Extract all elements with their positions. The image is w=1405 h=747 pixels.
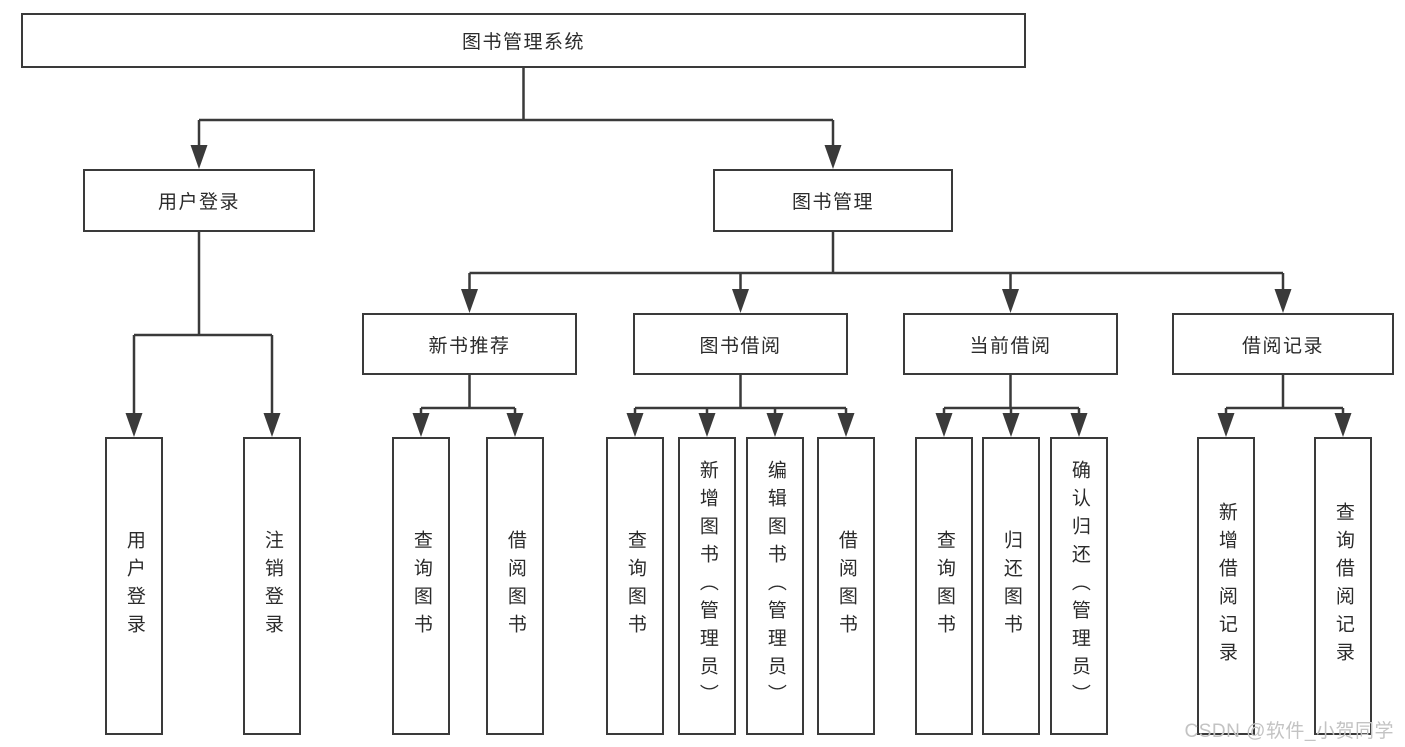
node-borrowing-records-label: 借阅记录 (1241, 335, 1324, 357)
arrow-down-icon (824, 145, 842, 169)
arrow-down-icon (461, 289, 478, 313)
edges-new-book-recommend (412, 375, 524, 437)
edges-book-borrowing (626, 375, 855, 437)
node-user-login-label: 用户登录 (157, 192, 240, 213)
node-book-management-label: 图书管理 (791, 192, 874, 213)
arrow-down-icon (263, 413, 281, 437)
leaf-current-query-book: 查询图书 (915, 437, 973, 735)
arrow-down-icon (412, 413, 430, 437)
arrow-down-icon (935, 413, 953, 437)
leaf-borrowing-query-book-label: 查询图书 (624, 530, 646, 642)
node-root-label: 图书管理系统 (461, 32, 585, 53)
leaf-recommend-borrow-book: 借阅图书 (486, 437, 544, 735)
arrow-down-icon (837, 413, 855, 437)
leaf-borrowing-borrow-book: 借阅图书 (817, 437, 875, 735)
leaf-recommend-query-book: 查询图书 (392, 437, 450, 735)
edges-root (190, 68, 842, 169)
node-new-book-recommend-label: 新书推荐 (428, 335, 511, 357)
arrow-down-icon (1070, 413, 1088, 437)
arrow-down-icon (506, 413, 524, 437)
leaf-user-login-label: 用户登录 (123, 530, 145, 642)
node-root: 图书管理系统 (21, 13, 1026, 68)
csdn-watermark: CSDN @软件_小贺同学 (1184, 721, 1394, 742)
leaf-recommend-borrow-book-label: 借阅图书 (504, 530, 526, 642)
leaf-current-return-book-label: 归还图书 (1000, 530, 1022, 642)
arrow-down-icon (698, 413, 716, 437)
node-current-borrowing: 当前借阅 (903, 313, 1118, 375)
arrow-down-icon (766, 413, 784, 437)
leaf-current-confirm-return: 确认归还（管理员） (1050, 437, 1108, 735)
edges-book-management (461, 232, 1292, 313)
leaf-recommend-query-book-label: 查询图书 (410, 530, 432, 642)
leaf-records-query-record-label: 查询借阅记录 (1332, 502, 1354, 670)
arrow-down-icon (190, 145, 208, 169)
leaf-borrowing-borrow-book-label: 借阅图书 (835, 530, 857, 642)
arrow-down-icon (732, 289, 749, 313)
node-book-borrowing: 图书借阅 (633, 313, 848, 375)
node-user-login: 用户登录 (83, 169, 315, 232)
edges-borrowing-records (1217, 375, 1352, 437)
leaf-borrowing-edit-book-label: 编辑图书（管理员） (764, 460, 786, 712)
leaf-current-query-book-label: 查询图书 (933, 530, 955, 642)
leaf-borrowing-query-book: 查询图书 (606, 437, 664, 735)
arrow-down-icon (1002, 413, 1020, 437)
arrow-down-icon (626, 413, 644, 437)
edges-current-borrowing (935, 375, 1088, 437)
leaf-borrowing-add-book: 新增图书（管理员） (678, 437, 736, 735)
arrow-down-icon (1002, 289, 1019, 313)
edges-user-login (125, 232, 281, 437)
leaf-user-login: 用户登录 (105, 437, 163, 735)
leaf-records-query-record: 查询借阅记录 (1314, 437, 1372, 735)
leaf-borrowing-add-book-label: 新增图书（管理员） (696, 460, 718, 712)
leaf-records-add-record-label: 新增借阅记录 (1215, 502, 1237, 670)
leaf-records-add-record: 新增借阅记录 (1197, 437, 1255, 735)
leaf-current-return-book: 归还图书 (982, 437, 1040, 735)
node-new-book-recommend: 新书推荐 (362, 313, 577, 375)
arrow-down-icon (125, 413, 143, 437)
node-book-borrowing-label: 图书借阅 (699, 335, 782, 357)
leaf-logout-label: 注销登录 (261, 530, 283, 642)
node-current-borrowing-label: 当前借阅 (969, 335, 1052, 357)
node-borrowing-records: 借阅记录 (1172, 313, 1394, 375)
node-book-management: 图书管理 (713, 169, 953, 232)
leaf-logout: 注销登录 (243, 437, 301, 735)
arrow-down-icon (1217, 413, 1235, 437)
leaf-current-confirm-return-label: 确认归还（管理员） (1068, 460, 1090, 712)
arrow-down-icon (1334, 413, 1352, 437)
arrow-down-icon (1274, 289, 1292, 313)
leaf-borrowing-edit-book: 编辑图书（管理员） (746, 437, 804, 735)
